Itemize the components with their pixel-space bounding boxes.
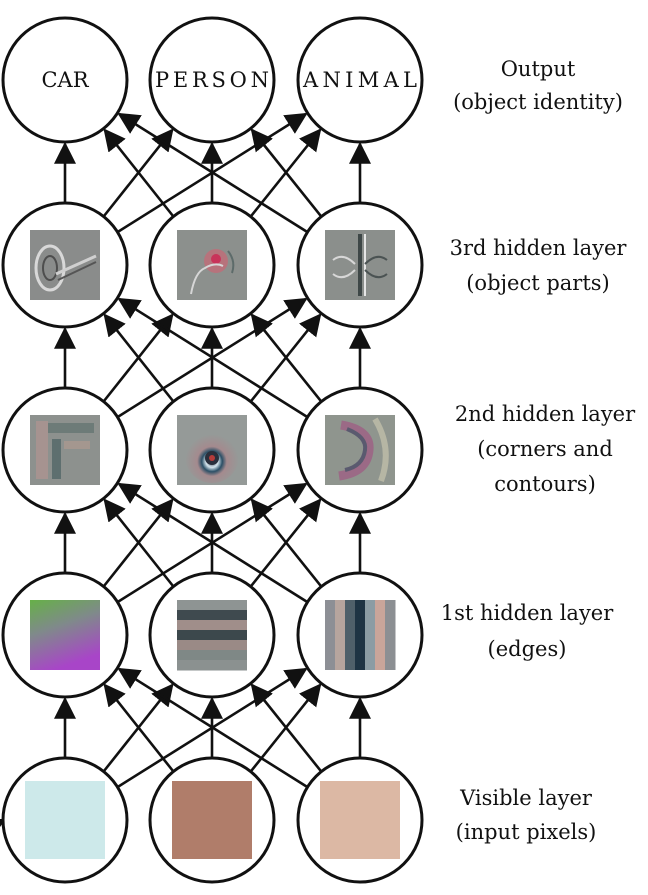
output-node-label: CAR [41,68,89,92]
layer-label-output-line1: Output [501,57,576,81]
node-hidden1-2 [148,571,276,699]
node-visible-3 [296,756,424,884]
edge-arrow [117,297,309,419]
nodes-group: CAR PERSON ANIMAL [1,16,424,884]
feature-thumbnail-vertical-stripes [325,600,396,670]
node-output-3: ANIMAL [296,16,424,144]
node-hidden2-1 [1,386,129,514]
feature-thumbnail-pixel [25,781,105,859]
layer-label-hidden3-line2: (object parts) [466,271,610,295]
layer-label-output-line2: (object identity) [453,90,623,114]
feature-thumbnail-ring [177,415,247,485]
feature-thumbnail-corner [30,415,100,485]
layer-labels: Output (object identity) 3rd hidden laye… [441,57,636,844]
edge-arrow [117,667,309,789]
edge-arrow [103,683,175,773]
edge-arrow [103,498,175,588]
edge-arrow [250,128,323,218]
edge-arrow [250,683,323,773]
layer-label-hidden1-line2: (edges) [488,637,567,661]
layer-label-hidden2-line3: contours) [494,472,596,496]
feature-thumbnail-contour [325,415,395,485]
node-visible-1 [1,756,129,884]
node-circle [1,16,129,144]
layer-label-hidden2-line1: 2nd hidden layer [455,402,636,426]
feature-thumbnail-pixel [172,781,252,859]
output-node-label: PERSON [155,68,269,92]
layer-label-hidden2-line2: (corners and [477,437,613,461]
node-hidden3-2 [148,201,276,329]
feature-thumbnail-pixel [320,781,400,859]
edge-arrow [117,112,309,234]
feature-thumbnail-wheel-part [30,230,100,300]
feature-thumbnail-gradient-green-purple [30,600,100,670]
node-hidden2-3 [296,386,424,514]
node-hidden3-1 [1,201,129,329]
node-circle [148,16,276,144]
edge-arrow [117,482,309,604]
node-circle [296,16,424,144]
edge-arrow [103,313,175,403]
layer-label-visible-line2: (input pixels) [456,820,597,844]
node-hidden1-1 [1,571,129,699]
node-visible-2 [148,756,276,884]
layer-label-hidden3-line1: 3rd hidden layer [450,236,628,260]
feature-thumbnail-horizontal-stripes [177,600,247,671]
node-output-1: CAR [1,16,129,144]
edge-arrow [250,498,323,588]
edge-arrow [250,313,323,403]
node-hidden3-3 [296,201,424,329]
edge-arrow [103,128,175,218]
node-hidden2-2 [148,386,276,514]
feature-thumbnail-face-part [177,230,247,300]
node-output-2: PERSON [148,16,276,144]
layer-label-hidden1-line1: 1st hidden layer [441,601,615,625]
feature-thumbnail-animal-part [325,230,395,300]
layer-label-visible-line1: Visible layer [459,786,593,810]
edges-group [0,112,371,839]
node-hidden1-3 [296,571,424,699]
